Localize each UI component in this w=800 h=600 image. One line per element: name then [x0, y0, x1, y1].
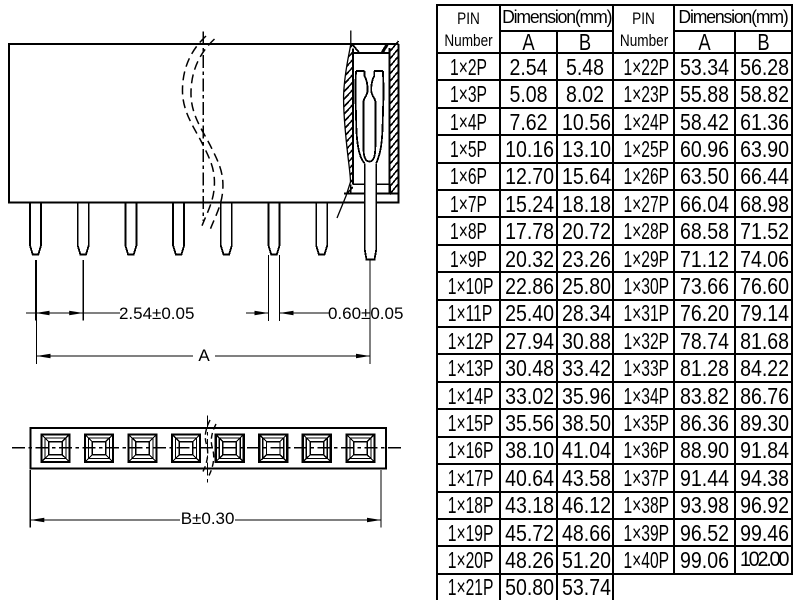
- svg-text:0.60±0.05: 0.60±0.05: [328, 304, 404, 323]
- svg-text:B±0.30: B±0.30: [181, 509, 235, 528]
- svg-text:2.54±0.05: 2.54±0.05: [119, 304, 195, 323]
- svg-text:A: A: [198, 346, 210, 365]
